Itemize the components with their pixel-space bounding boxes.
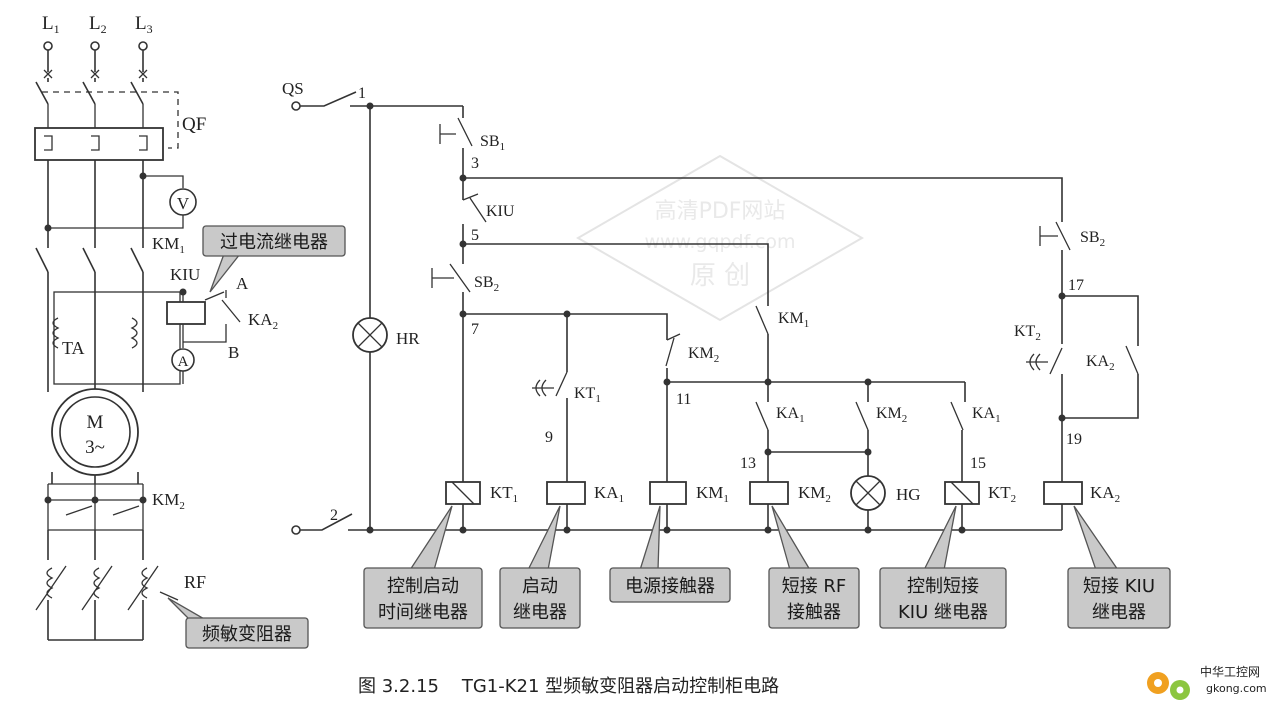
watermark-line2: www.gqpdf.com xyxy=(644,231,795,253)
km1-coil-label: KM1 xyxy=(696,483,729,505)
main-circuit: L1 L2 L3 QF V KM1 TA K xyxy=(34,13,278,641)
callout-ka2-line1: 短接 KIU xyxy=(1083,576,1155,597)
node-9: 9 xyxy=(545,429,553,446)
logo-name: 中华工控网 xyxy=(1200,664,1260,679)
node-19: 19 xyxy=(1066,431,1082,448)
ammeter-label: A xyxy=(178,354,189,370)
ka2-main-label: KA2 xyxy=(248,310,278,332)
callout-kt1-line2: 时间继电器 xyxy=(378,602,468,623)
kiu-contact-label: KIU xyxy=(486,203,515,220)
callout-overcurrent: 过电流继电器 xyxy=(220,232,328,253)
callout-ka1-line2: 继电器 xyxy=(513,602,567,623)
sb2-start-label: SB2 xyxy=(474,274,499,294)
gear-icon xyxy=(1147,672,1190,700)
kt1-contact-label: KT1 xyxy=(574,385,601,405)
callout-kt2-line2: KIU 继电器 xyxy=(898,602,988,623)
callout-resistor: 频敏变阻器 xyxy=(202,624,292,645)
kt2-contact-label: KT2 xyxy=(1014,323,1041,343)
node-17: 17 xyxy=(1068,277,1084,294)
kiu-label: KIU xyxy=(170,265,200,284)
callout-km1: 电源接触器 xyxy=(625,576,715,597)
callout-kt1-line1: 控制启动 xyxy=(387,576,459,597)
motor-label: M xyxy=(87,412,104,433)
callout-ka2-line2: 继电器 xyxy=(1092,602,1146,623)
phase-l1: L1 xyxy=(42,13,60,36)
callout-km2-line1: 短接 RF xyxy=(782,576,847,597)
ka2-coil-label: KA2 xyxy=(1090,483,1120,505)
km2-no-label: KM2 xyxy=(876,405,907,425)
node-7: 7 xyxy=(471,321,479,338)
kt2-coil-label: KT2 xyxy=(988,483,1016,505)
point-b-label: B xyxy=(228,343,239,362)
callout-km2-line2: 接触器 xyxy=(787,602,841,623)
ka1-contact-label: KA1 xyxy=(776,405,805,425)
breaker-qf-label: QF xyxy=(182,114,206,135)
callout-ka1-line1: 启动 xyxy=(522,576,558,597)
callout-kt2-line1: 控制短接 xyxy=(907,576,979,597)
node-13: 13 xyxy=(740,455,756,472)
figure-caption: 图 3.2.15 TG1-K21 型频敏变阻器启动控制柜电路 xyxy=(358,676,779,697)
watermark-line3: 原 创 xyxy=(690,261,750,291)
watermark-line1: 高清PDF网站 xyxy=(655,199,786,224)
ta-label: TA xyxy=(62,338,85,358)
ka1-contact2-label: KA1 xyxy=(972,405,1001,425)
kt1-coil-label: KT1 xyxy=(490,483,518,505)
point-a-label: A xyxy=(236,274,249,293)
node-3: 3 xyxy=(471,155,479,172)
node-15: 15 xyxy=(970,455,986,472)
site-logo: 中华工控网 gkong.com xyxy=(1147,664,1267,700)
watermark: 高清PDF网站 www.gqpdf.com 原 创 xyxy=(576,154,864,322)
voltmeter-label: V xyxy=(177,194,190,213)
phase-l3: L3 xyxy=(135,13,153,36)
ka1-coil-label: KA1 xyxy=(594,483,624,505)
qs-label: QS xyxy=(282,79,304,98)
logo-url: gkong.com xyxy=(1206,682,1267,695)
node-5: 5 xyxy=(471,227,479,244)
km2-main-label: KM2 xyxy=(152,490,185,512)
phase-l2: L2 xyxy=(89,13,107,36)
ka2-contact-label: KA2 xyxy=(1086,353,1115,373)
km2-coil-label: KM2 xyxy=(798,483,831,505)
node-2: 2 xyxy=(330,507,338,524)
hg-label: HG xyxy=(896,485,921,504)
km2-nc-label: KM2 xyxy=(688,345,719,365)
rf-label: RF xyxy=(184,572,206,592)
callouts: 过电流继电器 频敏变阻器 控制启动 时间继电器 启动 继电器 电源接触器 短接 … xyxy=(167,225,1171,649)
km1-contact-label: KM1 xyxy=(778,310,809,330)
sb1-label: SB1 xyxy=(480,133,505,153)
sb2-stop-label: SB2 xyxy=(1080,229,1105,249)
node-1: 1 xyxy=(358,85,366,102)
motor-phase-label: 3~ xyxy=(85,437,105,458)
hr-label: HR xyxy=(396,329,420,348)
node-11: 11 xyxy=(676,391,691,408)
km1-main-label: KM1 xyxy=(152,234,185,256)
control-circuit: QS 1 HR 2 SB1 3 KIU 5 SB2 7 KT1 xyxy=(282,79,1139,535)
